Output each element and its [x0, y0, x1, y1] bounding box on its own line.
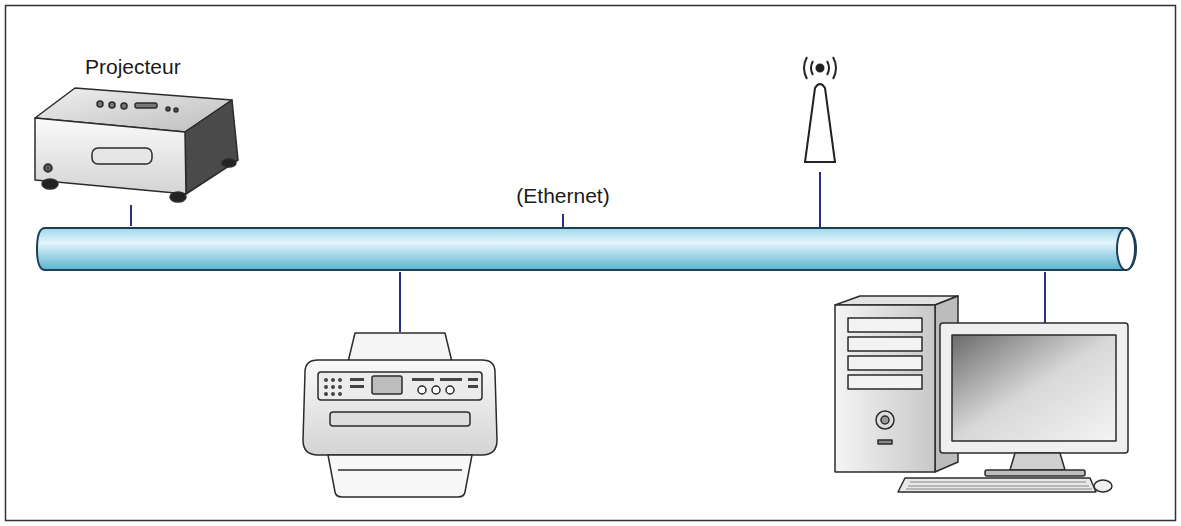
bus-pipe [35, 226, 1140, 272]
network-link [130, 205, 132, 226]
ethernet-bus: (Ethernet) [35, 226, 1140, 272]
frame [6, 6, 1176, 521]
wireless-antenna [804, 57, 836, 162]
computer-drawing [835, 296, 1128, 492]
device-node: Projecteur [30, 45, 245, 205]
projector-drawing [35, 88, 238, 202]
bus-label: (Ethernet) [516, 184, 609, 208]
printer-drawing [303, 333, 497, 497]
node-label: Projecteur [85, 55, 181, 79]
